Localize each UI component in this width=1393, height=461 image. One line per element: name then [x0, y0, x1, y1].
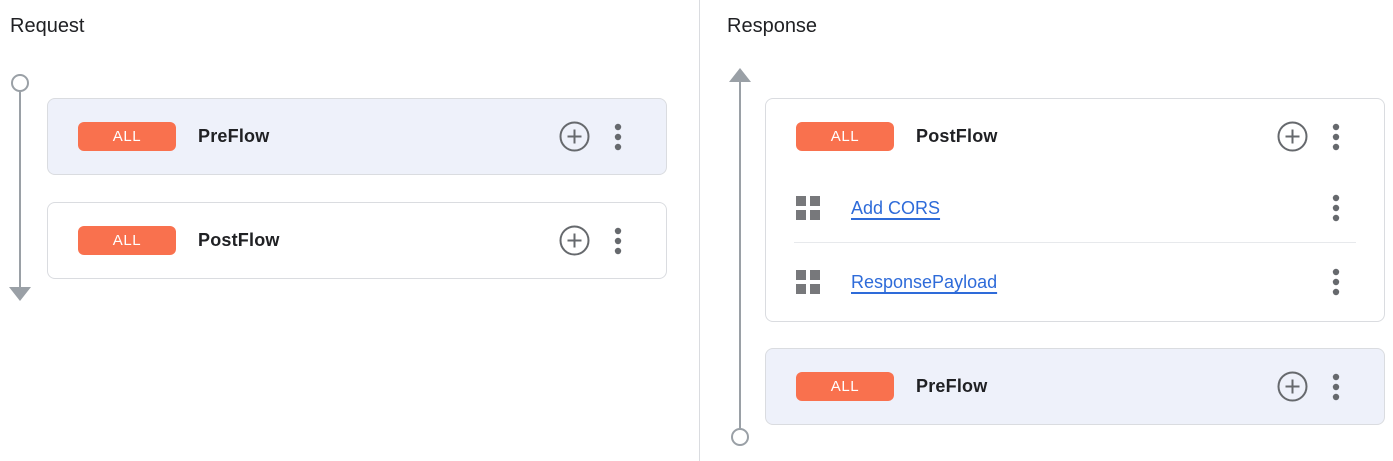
- plus-circle-icon: [1277, 371, 1307, 402]
- flow-header: ALL PreFlow: [48, 99, 666, 174]
- flow-header: ALL PostFlow: [48, 203, 666, 278]
- flow-name: PostFlow: [198, 230, 280, 250]
- plus-circle-icon: [559, 225, 589, 256]
- policy-row: ResponsePayload: [766, 243, 1384, 321]
- condition-badge: ALL: [78, 122, 176, 151]
- response-timeline-arrow-up-icon: [729, 68, 751, 82]
- flow-menu-button[interactable]: [1324, 121, 1348, 153]
- panel-divider: [699, 0, 700, 461]
- policy-link-add-cors[interactable]: Add CORS: [851, 197, 941, 218]
- policy-menu-button[interactable]: [1324, 192, 1348, 224]
- request-timeline-line: [19, 92, 21, 287]
- response-timeline-end-circle-icon: [731, 428, 749, 446]
- request-timeline-arrow-down-icon: [9, 287, 31, 301]
- plus-circle-icon: [559, 121, 589, 152]
- flow-header: ALL PreFlow: [766, 349, 1384, 424]
- response-postflow-card[interactable]: ALL PostFlow Add CORS ResponsePayload: [765, 98, 1385, 322]
- policy-row: Add CORS: [766, 174, 1384, 242]
- policy-link-responsepayload[interactable]: ResponsePayload: [851, 271, 998, 292]
- response-timeline-line: [739, 82, 741, 428]
- condition-badge: ALL: [78, 226, 176, 255]
- flow-name: PreFlow: [198, 126, 270, 146]
- flow-menu-button[interactable]: [1324, 371, 1348, 403]
- plus-circle-icon: [1277, 121, 1307, 152]
- policy-divider: [794, 242, 1356, 243]
- add-policy-button[interactable]: [1276, 371, 1308, 403]
- more-vert-icon: [1332, 194, 1340, 222]
- add-policy-button[interactable]: [1276, 121, 1308, 153]
- policy-menu-button[interactable]: [1324, 266, 1348, 298]
- response-preflow-card[interactable]: ALL PreFlow: [765, 348, 1385, 425]
- more-vert-icon: [614, 227, 622, 254]
- condition-badge: ALL: [796, 122, 894, 151]
- request-panel-title: Request: [10, 15, 85, 37]
- condition-badge: ALL: [796, 372, 894, 401]
- add-policy-button[interactable]: [558, 121, 590, 153]
- more-vert-icon: [614, 123, 622, 150]
- response-panel-title: Response: [727, 15, 818, 37]
- flow-menu-button[interactable]: [606, 225, 630, 257]
- more-vert-icon: [1332, 373, 1340, 400]
- policy-grid-icon: [796, 270, 820, 294]
- more-vert-icon: [1332, 123, 1340, 150]
- request-postflow-card[interactable]: ALL PostFlow: [47, 202, 667, 279]
- more-vert-icon: [1332, 268, 1340, 296]
- add-policy-button[interactable]: [558, 225, 590, 257]
- policy-grid-icon: [796, 196, 820, 220]
- flow-name: PostFlow: [916, 126, 998, 146]
- flow-menu-button[interactable]: [606, 121, 630, 153]
- flow-header: ALL PostFlow: [766, 99, 1384, 174]
- flow-name: PreFlow: [916, 376, 988, 396]
- request-preflow-card[interactable]: ALL PreFlow: [47, 98, 667, 175]
- request-timeline-start-circle-icon: [11, 74, 29, 92]
